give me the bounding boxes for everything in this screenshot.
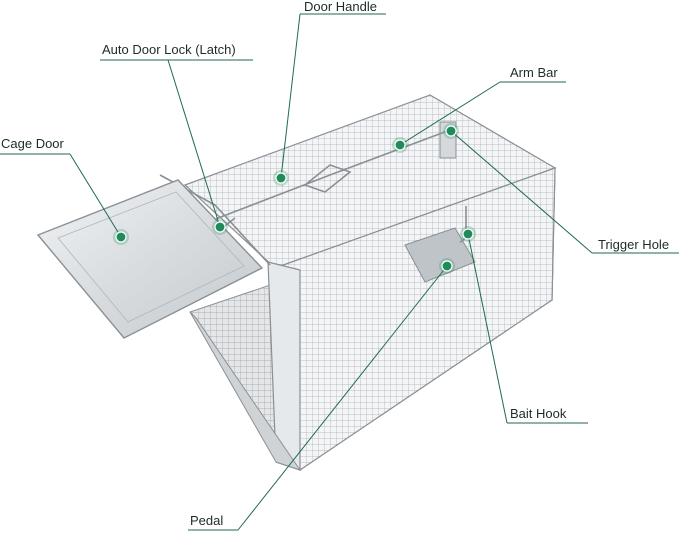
bait-hook-leader [467,233,508,424]
pedal-plate [404,227,476,283]
trigger-hole-marker [445,125,457,137]
callout-lines [0,13,679,531]
bait-hook-marker [462,228,474,240]
cage-door-plate [36,179,264,339]
cage-door-inner [57,191,245,323]
cage-floor-lip [189,311,302,471]
callout-dots [113,123,476,274]
arm-bar-leader [399,81,501,146]
arm-bar-label: Arm Bar [510,65,558,80]
auto-door-lock-leader [167,59,221,228]
trigger-hole-leader [450,130,593,254]
bait-hook-label: Bait Hook [510,406,567,421]
cage-illustration [36,93,557,471]
auto-door-lock-label: Auto Door Lock (Latch) [102,42,236,57]
cage-door-label: Cage Door [1,136,64,151]
cage-door-leader [69,153,122,238]
door-handle-marker [275,172,287,184]
cage-door-marker [115,231,127,243]
pedal-leader [237,265,448,531]
handle-rod [303,164,352,193]
auto-door-lock-marker [214,221,226,233]
door-handle-label: Door Handle [304,0,377,14]
door-handle-leader [280,13,301,179]
pedal-marker [441,260,453,272]
arm-bar-marker [394,139,406,151]
arm-bar-rod [199,129,451,226]
pedal-label: Pedal [190,513,224,528]
trigger-hole-label: Trigger Hole [598,237,670,252]
